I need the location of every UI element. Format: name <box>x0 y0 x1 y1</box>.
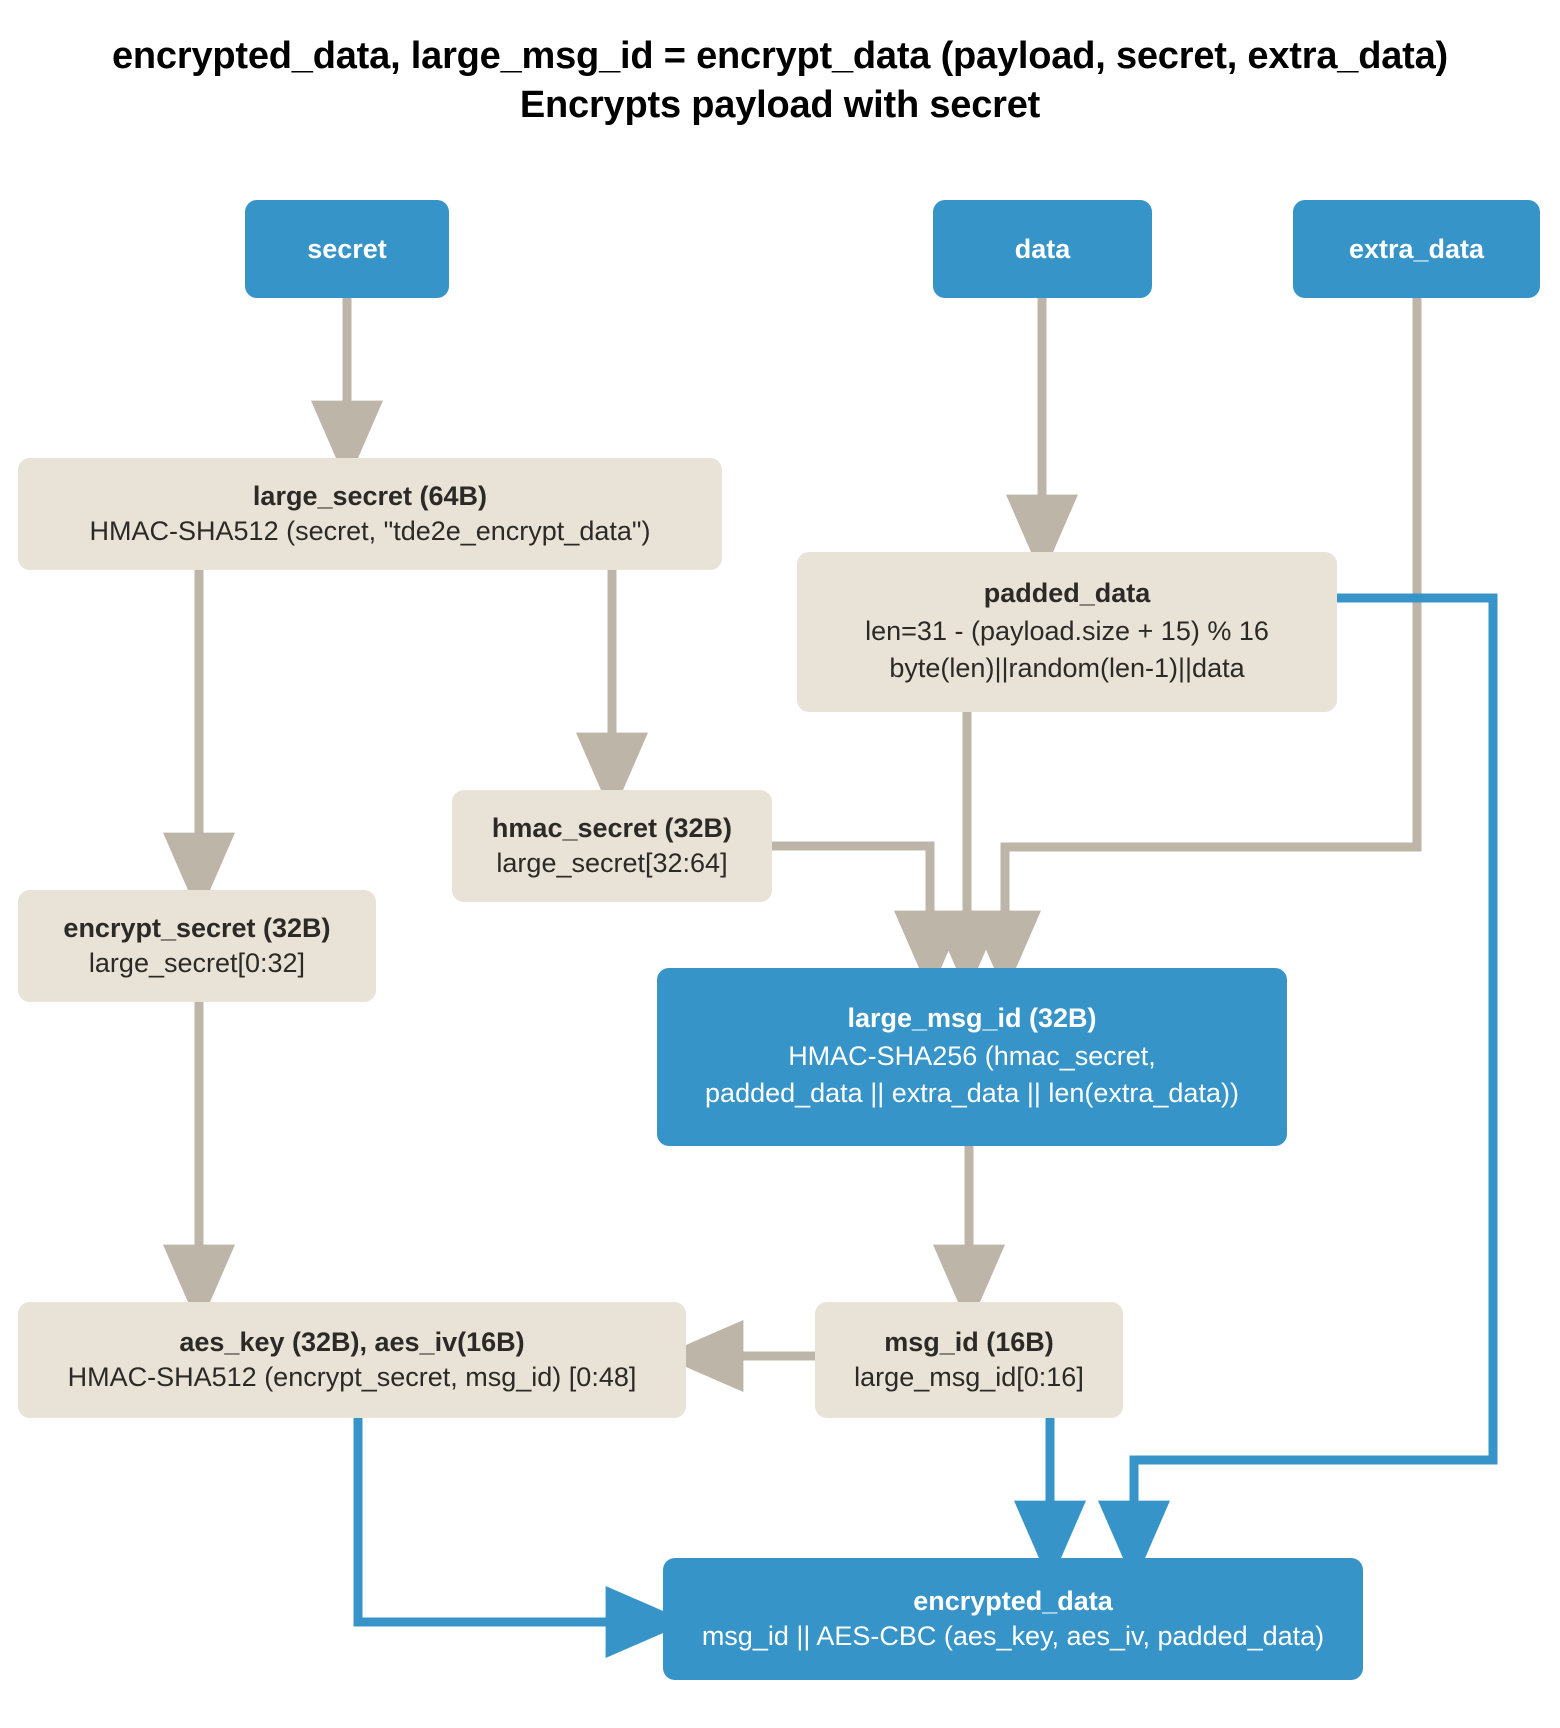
node-hmac-secret-header: hmac_secret (32B) <box>491 813 733 843</box>
node-encrypted-data-sub: msg_id || AES-CBC (aes_key, aes_iv, padd… <box>701 1621 1325 1651</box>
node-secret-label: secret <box>307 233 387 264</box>
node-padded-data-sub-2: byte(len)||random(len-1)||data <box>889 652 1245 683</box>
edge-aes-key-to-encrypted-data <box>353 1418 689 1658</box>
node-aes-key[interactable]: aes_key (32B), aes_iv(16B) HMAC-SHA512 (… <box>18 1302 686 1418</box>
node-secret[interactable]: secret <box>245 200 449 298</box>
node-extra-data-label: extra_data <box>1348 233 1485 264</box>
node-padded-data[interactable]: padded_data len=31 - (payload.size + 15)… <box>797 552 1337 712</box>
node-encrypt-secret-header: encrypt_secret (32B) <box>63 913 331 943</box>
node-large-msg-id-sub-2: padded_data || extra_data || len(extra_d… <box>705 1077 1239 1108</box>
node-large-secret-sub: HMAC-SHA512 (secret, "tde2e_encrypt_data… <box>89 516 651 546</box>
node-encrypted-data-header: encrypted_data <box>913 1586 1113 1616</box>
node-aes-key-sub: HMAC-SHA512 (encrypt_secret, msg_id) [0:… <box>67 1362 637 1392</box>
node-large-msg-id[interactable]: large_msg_id (32B) HMAC-SHA256 (hmac_sec… <box>657 968 1287 1146</box>
edge-hmac-secret-to-large-msg-id <box>772 841 966 994</box>
node-large-msg-id-sub-1: HMAC-SHA256 (hmac_secret, <box>788 1041 1156 1072</box>
node-padded-data-header: padded_data <box>983 578 1151 609</box>
node-encrypted-data[interactable]: encrypted_data msg_id || AES-CBC (aes_ke… <box>663 1558 1363 1680</box>
node-large-msg-id-header: large_msg_id (32B) <box>847 1003 1097 1034</box>
node-large-secret-header: large_secret (64B) <box>252 481 488 511</box>
node-data[interactable]: data <box>933 200 1152 298</box>
title-line-2: Encrypts payload with secret <box>519 83 1041 126</box>
title-line-1: encrypted_data, large_msg_id = encrypt_d… <box>111 35 1448 77</box>
page-title: encrypted_data, large_msg_id = encrypt_d… <box>0 32 1560 129</box>
node-aes-key-header: aes_key (32B), aes_iv(16B) <box>179 1327 525 1357</box>
node-encrypt-secret-sub: large_secret[0:32] <box>88 948 306 978</box>
node-msg-id[interactable]: msg_id (16B) large_msg_id[0:16] <box>815 1302 1123 1418</box>
node-extra-data[interactable]: extra_data <box>1293 200 1540 298</box>
node-hmac-secret[interactable]: hmac_secret (32B) large_secret[32:64] <box>452 790 772 902</box>
node-msg-id-header: msg_id (16B) <box>884 1327 1054 1357</box>
edge-padded-data-to-encrypted-data <box>1098 593 1498 1584</box>
node-hmac-secret-sub: large_secret[32:64] <box>496 848 728 878</box>
node-data-label: data <box>1014 233 1071 264</box>
node-padded-data-sub-1: len=31 - (payload.size + 15) % 16 <box>865 616 1269 647</box>
node-encrypt-secret[interactable]: encrypt_secret (32B) large_secret[0:32] <box>18 890 376 1002</box>
node-msg-id-sub: large_msg_id[0:16] <box>854 1362 1084 1392</box>
edge-extra-data-to-large-msg-id <box>969 298 1422 994</box>
node-large-secret[interactable]: large_secret (64B) HMAC-SHA512 (secret, … <box>18 458 722 570</box>
